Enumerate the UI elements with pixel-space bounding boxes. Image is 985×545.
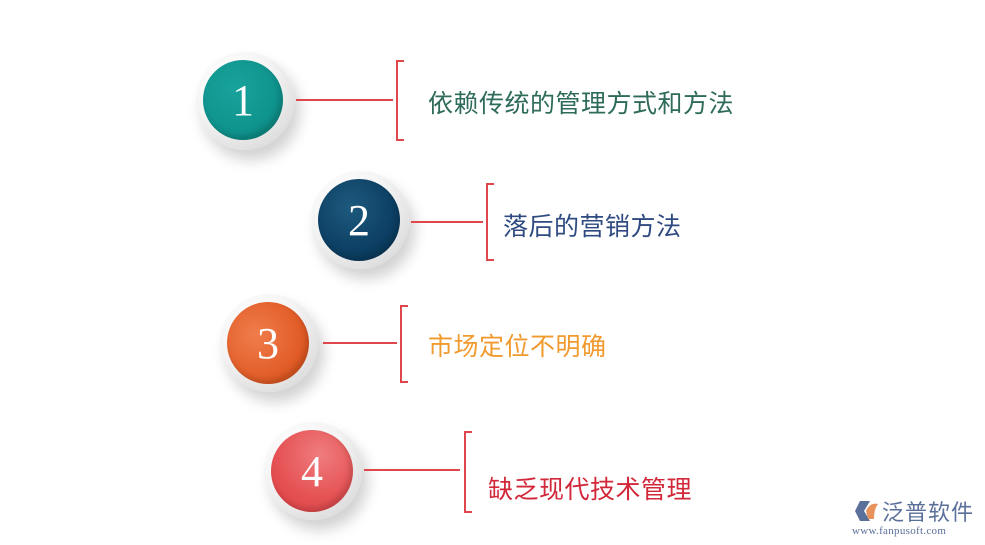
item-label-2: 落后的营销方法: [503, 212, 682, 241]
bracket: [464, 431, 472, 513]
brand-url: www.fanpusoft.com: [852, 525, 947, 537]
brand-name: 泛普软件: [882, 501, 975, 526]
bracket: [396, 60, 404, 141]
number-badge-3: 3: [227, 302, 309, 384]
disc-halo: [220, 294, 318, 392]
number-badge-4: 4: [271, 430, 353, 512]
number-1: 1: [232, 75, 254, 125]
connector-line: [364, 469, 460, 471]
number-2: 2: [348, 195, 370, 245]
connector-line: [323, 342, 397, 344]
item-label-1: 依赖传统的管理方式和方法: [428, 89, 735, 118]
bracket: [400, 305, 408, 383]
disc-halo: [264, 422, 362, 520]
connector-line: [411, 221, 483, 223]
item-label-3: 市场定位不明确: [428, 332, 607, 361]
disc-halo: [311, 171, 409, 269]
number-badge-2: 2: [318, 179, 400, 261]
brand-watermark: 泛普软件 www.fanpusoft.com: [850, 495, 980, 540]
brand-logo-icon: [855, 501, 878, 521]
number-3: 3: [257, 318, 279, 368]
connector-line: [296, 99, 393, 101]
disc-halo: [196, 52, 294, 150]
number-badge-1: 1: [203, 60, 283, 140]
number-4: 4: [301, 446, 323, 496]
item-label-4: 缺乏现代技术管理: [488, 475, 693, 504]
bracket: [486, 183, 494, 261]
